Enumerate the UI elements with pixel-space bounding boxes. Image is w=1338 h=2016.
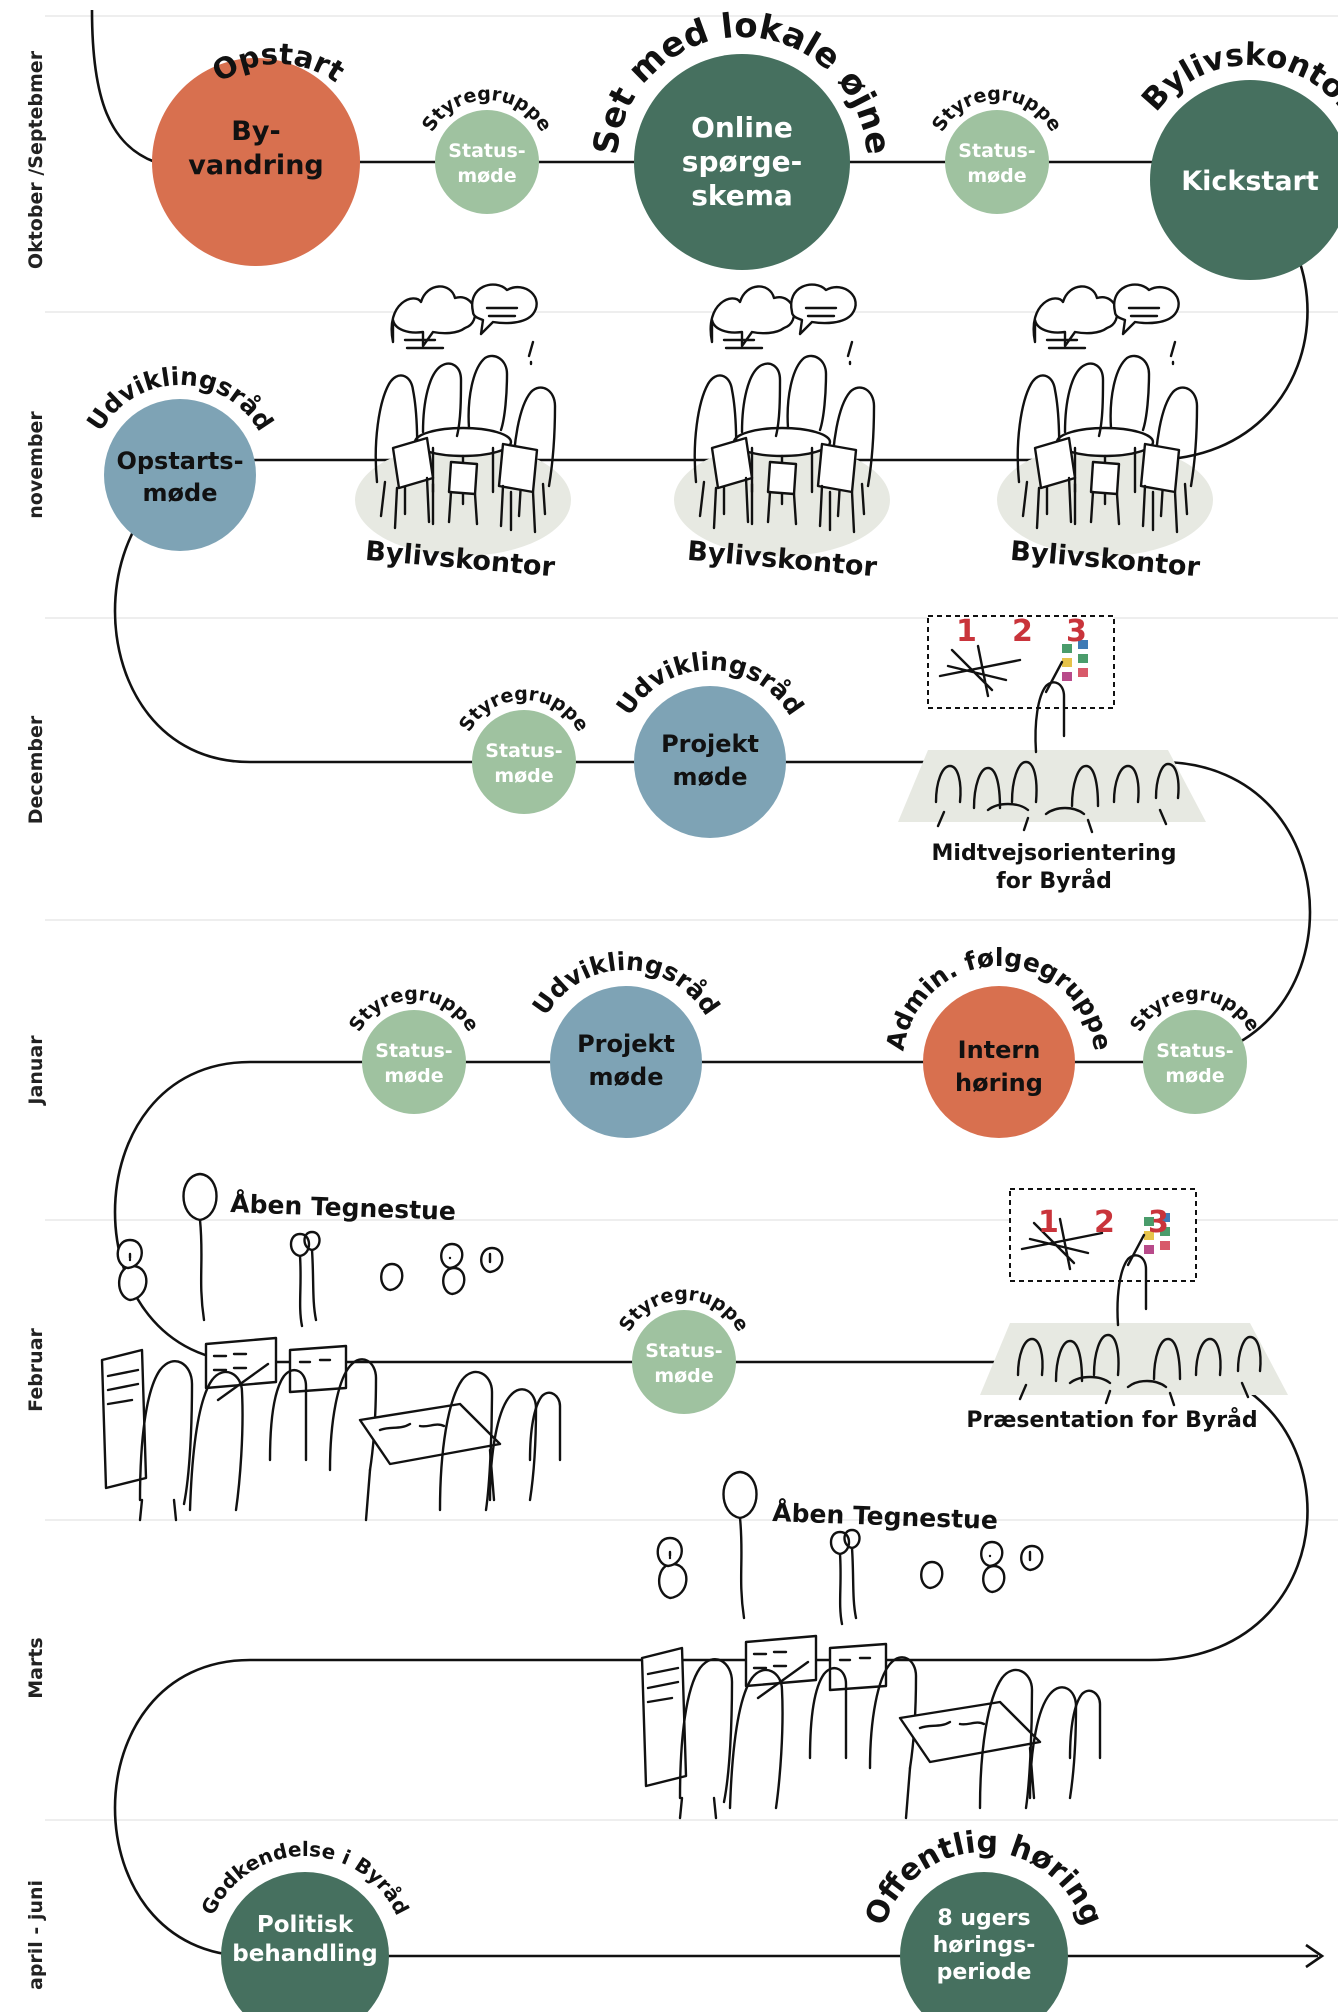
node-label: Status-: [485, 740, 562, 762]
node-intern-hoering: Admin. følgegruppe Intern høring: [881, 943, 1117, 1138]
node-label: møde: [143, 479, 218, 507]
node-label: Status-: [958, 140, 1035, 162]
illustration-bylivskontor-1: Bylivskontor: [353, 283, 573, 583]
illustration-caption: for Byråd: [996, 868, 1112, 894]
node-label: Intern: [958, 1036, 1041, 1064]
illustration-caption: Åben Tegnestue: [772, 1498, 998, 1535]
node-label: Politisk: [257, 1912, 354, 1938]
node-label: Status-: [375, 1040, 452, 1062]
node-label: høring: [955, 1069, 1043, 1097]
illustration-caption: Midtvejsorientering: [932, 841, 1177, 866]
node-label: Kickstart: [1181, 166, 1319, 197]
node-statusmoede-4a: Styregruppe Status- møde: [345, 983, 483, 1114]
month-label: December: [25, 715, 47, 824]
node-label: Projekt: [661, 730, 759, 758]
node-label: Projekt: [577, 1030, 675, 1058]
node-label: møde: [494, 765, 553, 787]
month-label: Oktober /Septebmer: [25, 50, 47, 269]
node-label: skema: [691, 179, 793, 212]
month-labels: Oktober /Septebmer november December Jan…: [25, 50, 47, 1990]
node-label: Online: [691, 111, 793, 144]
node-byvandring: Opstart By- vandring: [152, 37, 360, 266]
node-statusmoede-5: Styregruppe Status- møde: [615, 1283, 753, 1414]
node-label: hørings-: [933, 1933, 1036, 1958]
illustration-caption: Præsentation for Byråd: [966, 1407, 1257, 1433]
month-label: Marts: [25, 1637, 47, 1699]
node-label: Opstarts-: [116, 447, 243, 475]
node-online-survey: Set med lokale øjne Online spørge- skema: [586, 6, 898, 270]
node-label: møde: [384, 1065, 443, 1087]
node-label: møde: [1165, 1065, 1224, 1087]
node-statusmoede-3: Styregruppe Status- møde: [455, 683, 593, 814]
node-kickstart: Bylivskontor Kickstart: [1135, 37, 1338, 280]
illustration-aaben-tegnestue-1: Åben Tegnestue: [100, 1172, 562, 1522]
node-label: møde: [589, 1063, 664, 1091]
board-number: 3: [1066, 614, 1087, 649]
node-politisk-behandling: Godkendelse i Byråd Politisk behandling: [196, 1837, 414, 2016]
node-label: periode: [937, 1960, 1032, 1985]
node-statusmoede-1a: Styregruppe Status- møde: [418, 83, 556, 214]
month-label: Februar: [25, 1327, 47, 1411]
node-label: vandring: [188, 150, 324, 181]
node-projektmoede-4: Udviklingsråd Projekt møde: [527, 947, 725, 1138]
node-label: Status-: [645, 1340, 722, 1362]
row-separators: [45, 15, 1338, 1821]
node-statusmoede-4b: Styregruppe Status- møde: [1126, 983, 1264, 1114]
illustration-bylivskontor-3: Bylivskontor: [995, 283, 1215, 583]
timeline-arrowhead: [1305, 1943, 1325, 1969]
node-offentlig-hoering: Offentlig høring 8 ugers hørings- period…: [858, 1825, 1110, 2016]
node-label: møde: [457, 165, 516, 187]
node-label: spørge-: [682, 145, 802, 178]
node-label: 8 ugers: [937, 1906, 1030, 1931]
illustration-bylivskontor-2: Bylivskontor: [672, 283, 892, 583]
node-statusmoede-1b: Styregruppe Status- møde: [928, 83, 1066, 214]
month-label: november: [25, 411, 47, 519]
month-label: april - juni: [25, 1880, 47, 1990]
board-number: 3: [1148, 1205, 1169, 1240]
node-label: Status-: [1156, 1040, 1233, 1062]
node-label: behandling: [232, 1941, 377, 1967]
month-label: Januar: [25, 1035, 47, 1107]
timeline-path: [90, 9, 1318, 1958]
board-number: 2: [1012, 614, 1033, 649]
node-label: møde: [673, 763, 748, 791]
board-number: 2: [1094, 1205, 1115, 1240]
board-number: 1: [1038, 1205, 1059, 1240]
node-label: By-: [231, 116, 280, 147]
node-opstartsmoede: Udviklingsråd Opstarts- møde: [81, 362, 279, 551]
node-label: møde: [654, 1365, 713, 1387]
illustration-praesentation: 1 2 3 Præsentation for Byråd: [966, 1187, 1290, 1433]
illustration-aaben-tegnestue-2: Åben Tegnestue: [640, 1470, 1102, 1820]
node-label: møde: [967, 165, 1026, 187]
board-number: 1: [956, 614, 977, 649]
illustration-midtvejs: 1 2 3 Midtvejsorientering for Byråd: [896, 614, 1208, 894]
node-projektmoede-3: Udviklingsråd Projekt møde: [611, 647, 809, 838]
node-label: Status-: [448, 140, 525, 162]
